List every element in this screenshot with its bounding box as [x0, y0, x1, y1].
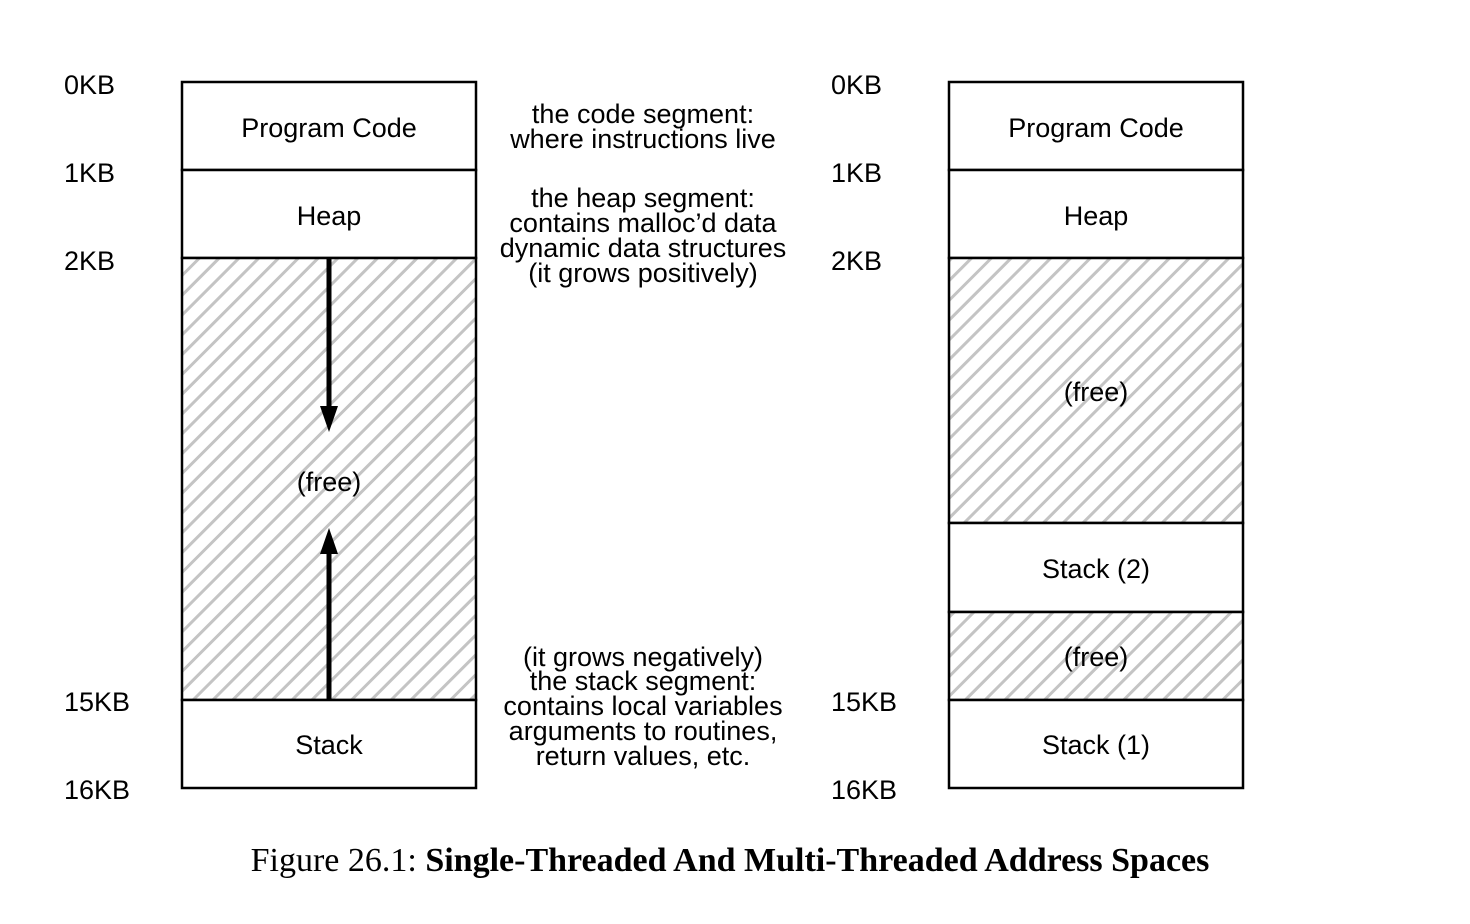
address-label-2kb: 2KB [831, 246, 882, 276]
multi-threaded-address-space: Program Code Heap (free) Stack (2) (free… [831, 70, 1245, 805]
note-line: where instructions live [509, 124, 776, 154]
stack-segment-note: (it grows negatively) the stack segment:… [503, 642, 782, 771]
segment-program-code [947, 80, 1245, 172]
segment-free [947, 256, 1245, 525]
address-label-16kb: 16KB [64, 775, 130, 805]
stack-growth-arrow [320, 528, 338, 700]
single-threaded-address-space: Program Code Heap (free) Stack 0KB 1KB 2… [64, 70, 478, 805]
segment-stack [180, 698, 478, 790]
segment-label-program-code: Program Code [1008, 113, 1184, 143]
segment-heap [947, 168, 1245, 260]
segment-stack-2 [947, 521, 1245, 614]
note-line: the stack segment: [530, 666, 757, 696]
address-label-16kb: 16KB [831, 775, 897, 805]
segment-label-heap: Heap [1064, 201, 1129, 231]
segment-label-free-2: (free) [1064, 642, 1129, 672]
segment-label-program-code: Program Code [241, 113, 417, 143]
segment-stack-1 [947, 698, 1245, 790]
figure-caption: Figure 26.1: Single-Threaded And Multi-T… [0, 842, 1460, 880]
code-segment-note: the code segment: where instructions liv… [509, 99, 776, 154]
segment-program-code [180, 80, 478, 172]
segment-label-stack: Stack [295, 730, 363, 760]
address-label-1kb: 1KB [64, 158, 115, 188]
segment-free-2 [947, 610, 1245, 702]
note-line: the code segment: [532, 99, 754, 129]
segment-label-stack-2: Stack (2) [1042, 554, 1150, 584]
address-label-1kb: 1KB [831, 158, 882, 188]
address-label-2kb: 2KB [64, 246, 115, 276]
segment-heap [180, 168, 478, 260]
note-line: (it grows positively) [528, 258, 758, 288]
address-label-15kb: 15KB [831, 687, 897, 717]
note-line: arguments to routines, [509, 716, 778, 746]
heap-growth-arrow [320, 258, 338, 432]
address-label-0kb: 0KB [831, 70, 882, 100]
note-line: return values, etc. [536, 741, 751, 771]
address-label-0kb: 0KB [64, 70, 115, 100]
segment-label-stack-1: Stack (1) [1042, 730, 1150, 760]
caption-title: Single-Threaded And Multi-Threaded Addre… [425, 842, 1210, 879]
note-line: the heap segment: [531, 183, 755, 213]
segment-label-free: (free) [297, 467, 362, 497]
note-line: (it grows negatively) [523, 642, 763, 672]
note-line: dynamic data structures [500, 233, 787, 263]
address-label-15kb: 15KB [64, 687, 130, 717]
note-line: contains malloc’d data [509, 208, 777, 238]
heap-segment-note: the heap segment: contains malloc’d data… [500, 183, 787, 288]
segment-label-free: (free) [1064, 377, 1129, 407]
note-line: contains local variables [503, 691, 782, 721]
segment-label-heap: Heap [297, 201, 362, 231]
caption-prefix: Figure 26.1: [250, 842, 417, 879]
